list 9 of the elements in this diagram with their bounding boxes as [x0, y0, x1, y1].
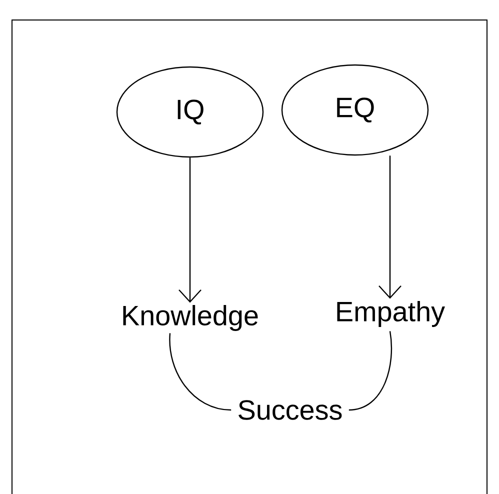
word-label: Knowledge — [123, 305, 258, 331]
ellipse-bubble: IQ — [116, 66, 264, 158]
word-label: Empathy — [337, 301, 445, 327]
connector-line — [348, 331, 392, 411]
connector-line — [169, 333, 232, 411]
arrow — [178, 158, 202, 303]
ellipse-bubble: EQ — [281, 64, 429, 156]
arrow — [378, 156, 402, 299]
word-label: Success — [238, 400, 342, 420]
